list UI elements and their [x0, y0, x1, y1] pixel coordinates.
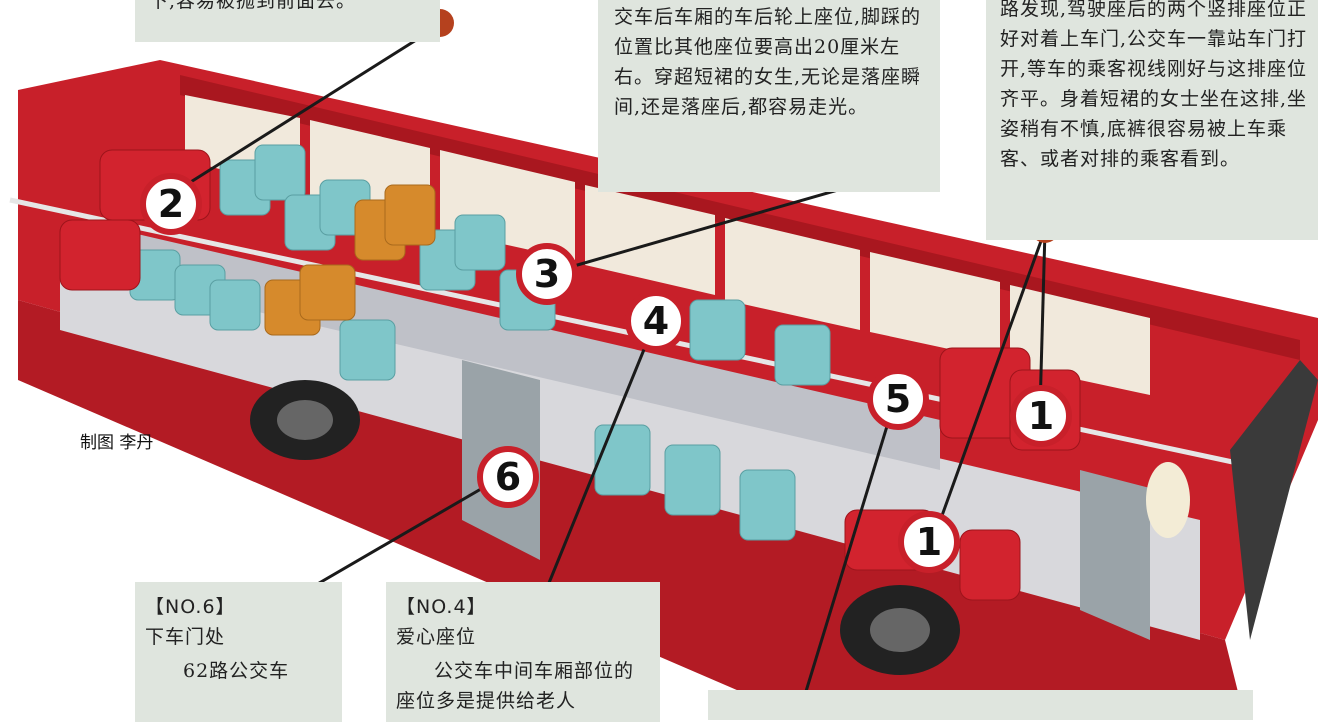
card-no6-body: 62路公交车 [183, 660, 290, 682]
card-no6-tag: 【NO.6】 [145, 596, 236, 618]
note-top-left-text: 下,容易被抛到前面去。 [149, 0, 357, 12]
card-no4-body: 公交车中间车厢部位的座位多是提供给老人 [396, 660, 635, 712]
badge-1-lower: 1 [898, 511, 960, 573]
card-no4-title: 爱心座位 [396, 626, 477, 648]
note-top-right-text: 路发现,驾驶座后的两个竖排座位正好对着上车门,公交车一靠站车门打开,等车的乘客视… [1000, 0, 1308, 170]
credit: 制图 李丹 [80, 433, 154, 453]
note-top-mid: 交车后车厢的车后轮上座位,脚踩的位置比其他座位要高出20厘米左右。穿超短裙的女生… [598, 0, 940, 192]
badge-5: 5 [867, 368, 929, 430]
badge-2: 2 [140, 173, 202, 235]
card-no6-title: 下车门处 [145, 626, 226, 648]
note-top-right: 路发现,驾驶座后的两个竖排座位正好对着上车门,公交车一靠站车门打开,等车的乘客视… [986, 0, 1318, 240]
card-no5 [708, 690, 1253, 720]
badge-6: 6 [477, 446, 539, 508]
badge-1-upper: 1 [1010, 385, 1072, 447]
badge-3: 3 [516, 243, 578, 305]
seats-orange [264, 184, 436, 336]
card-no4: 【NO.4】 爱心座位 公交车中间车厢部位的座位多是提供给老人 [386, 582, 660, 722]
note-top-left: 下,容易被抛到前面去。 [135, 0, 440, 42]
card-no6: 【NO.6】 下车门处 62路公交车 [135, 582, 342, 722]
note-top-mid-text: 交车后车厢的车后轮上座位,脚踩的位置比其他座位要高出20厘米左右。穿超短裙的女生… [614, 6, 922, 118]
leader-lines [177, 23, 1047, 711]
card-no4-tag: 【NO.4】 [396, 596, 487, 618]
seats-teal [129, 144, 831, 541]
badge-4: 4 [625, 290, 687, 352]
